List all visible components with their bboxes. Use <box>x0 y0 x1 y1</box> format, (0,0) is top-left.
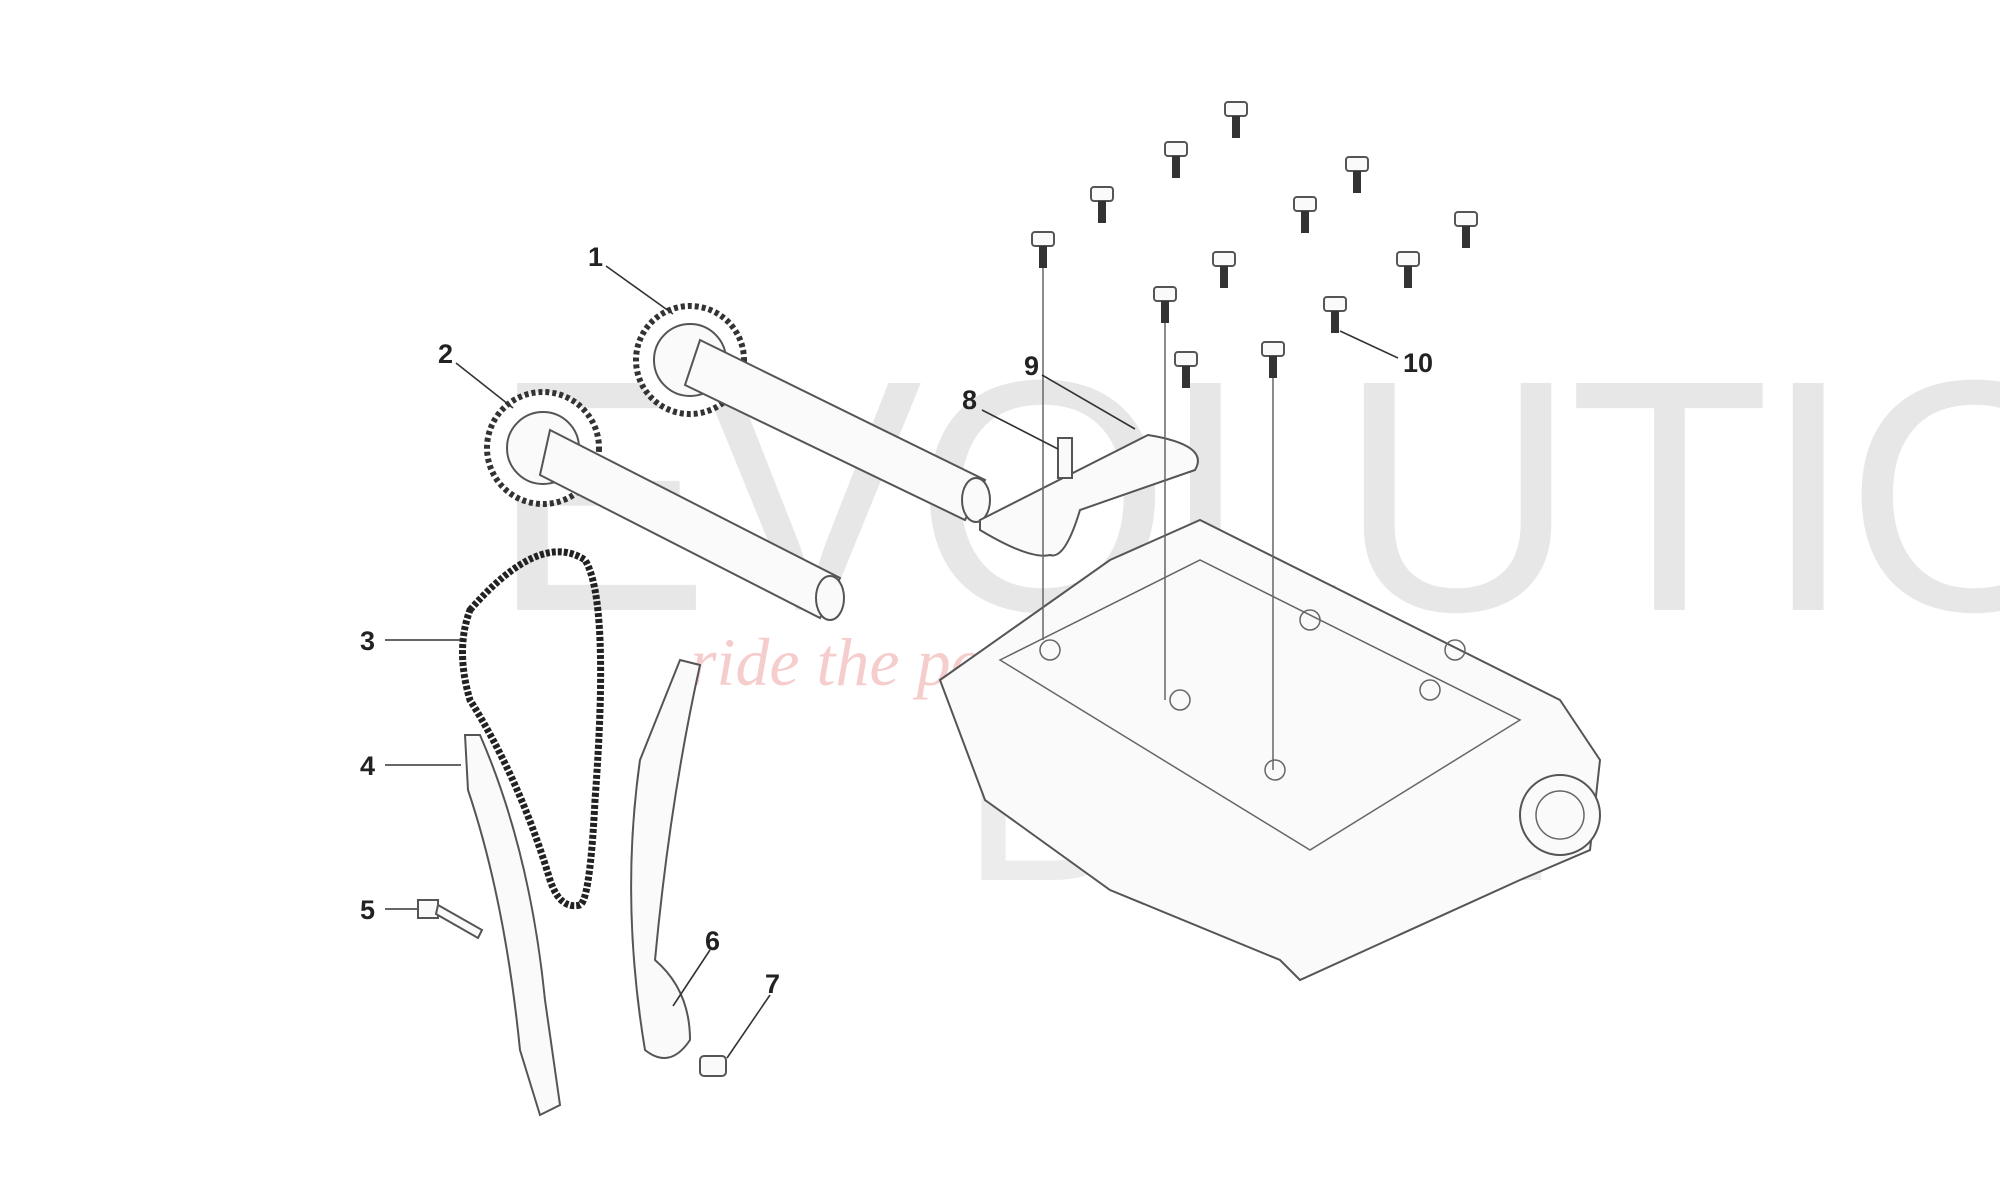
chain-guide <box>463 734 562 1117</box>
bolt <box>1345 156 1369 193</box>
leader-lines <box>385 265 1399 1059</box>
cylinder-head <box>938 518 1602 982</box>
bolt <box>1153 286 1177 323</box>
bolt <box>1090 186 1114 223</box>
bolt-8 <box>1057 437 1073 479</box>
bolt <box>1164 141 1188 178</box>
callout-6: 6 <box>705 926 720 956</box>
bolt <box>1212 251 1236 288</box>
bolts-10 <box>1031 101 1478 388</box>
bolt <box>1323 296 1347 333</box>
plate <box>979 433 1199 557</box>
callout-7: 7 <box>765 969 780 999</box>
callout-9: 9 <box>1024 351 1039 381</box>
bolt <box>1293 196 1317 233</box>
callout-4: 4 <box>360 751 375 781</box>
bolt <box>1224 101 1248 138</box>
bolt <box>1454 211 1478 248</box>
bolt <box>1261 341 1285 378</box>
bolt <box>1174 351 1198 388</box>
pin-7 <box>699 1055 727 1077</box>
callout-5: 5 <box>360 895 375 925</box>
timing-chain <box>459 548 605 910</box>
callout-10: 10 <box>1403 348 1433 378</box>
bolt-5 <box>417 899 484 940</box>
bolt <box>1031 231 1055 268</box>
callout-8: 8 <box>962 385 977 415</box>
camshaft-intake <box>633 303 991 523</box>
bolt <box>1396 251 1420 288</box>
callout-3: 3 <box>360 626 375 656</box>
callout-2: 2 <box>438 339 453 369</box>
camshaft-exhaust <box>484 389 845 621</box>
chain-tensioner-slider <box>630 658 702 1059</box>
callout-1: 1 <box>588 242 603 272</box>
